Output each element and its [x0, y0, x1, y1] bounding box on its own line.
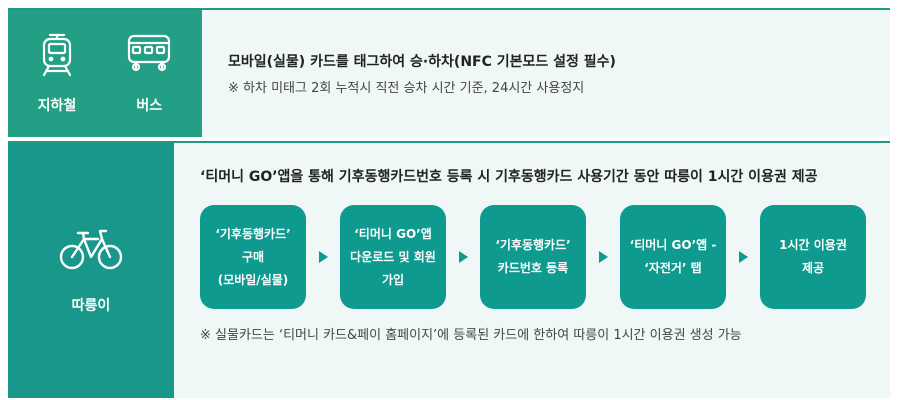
arrow-right-icon [599, 251, 608, 263]
arrow-right-icon [739, 251, 748, 263]
step-1: ‘기후동행카드’ 구매 (모바일/실물) [200, 205, 306, 309]
step-3: ‘기후동행카드’ 카드번호 등록 [480, 205, 586, 309]
arrow-right-icon [459, 251, 468, 263]
transit-main-text: 모바일(실물) 카드를 태그하여 승·하차(NFC 기본모드 설정 필수) [228, 54, 616, 70]
transit-note: ※ 하차 미태그 2회 누적시 직전 승차 시간 기준, 24시간 사용정지 [228, 81, 585, 96]
step-5: 1시간 이용권 제공 [760, 205, 866, 309]
step-4: ‘티머니 GO’앱 - ‘자전거’ 탭 [620, 205, 726, 309]
bicycle-icon [59, 229, 123, 269]
process-steps: ‘기후동행카드’ 구매 (모바일/실물) ‘티머니 GO’앱 다운로드 및 회원… [200, 205, 866, 309]
transit-icon-panel: 지하철 버스 [8, 10, 202, 137]
bike-icon-panel: 따릉이 [8, 143, 174, 398]
bike-note: ※ 실물카드는 ‘티머니 카드&페이 홈페이지’에 등록된 카드에 한하여 따릉… [200, 328, 742, 343]
subway-label: 지하철 [37, 97, 77, 114]
bus-icon [128, 34, 171, 71]
bike-label: 따릉이 [71, 297, 111, 314]
transit-description: 모바일(실물) 카드를 태그하여 승·하차(NFC 기본모드 설정 필수) ※ … [202, 10, 890, 137]
transit-section: 지하철 버스 모바일(실물) 카드를 태그하여 승·하차(NFC 기본모드 설 [8, 8, 890, 137]
arrow-right-icon [319, 251, 328, 263]
bus-label: 버스 [136, 97, 163, 114]
bike-section: 따릉이 ‘티머니 GO’앱을 통해 기후동행카드번호 등록 시 기후동행카드 사… [8, 141, 890, 398]
subway-group: 지하철 [37, 33, 77, 115]
step-2: ‘티머니 GO’앱 다운로드 및 회원 가입 [340, 205, 446, 309]
bike-main-text: ‘티머니 GO’앱을 통해 기후동행카드번호 등록 시 기후동행카드 사용기간 … [200, 169, 818, 185]
subway-icon [42, 33, 72, 76]
bus-group: 버스 [126, 33, 172, 115]
bike-description: ‘티머니 GO’앱을 통해 기후동행카드번호 등록 시 기후동행카드 사용기간 … [174, 143, 890, 398]
